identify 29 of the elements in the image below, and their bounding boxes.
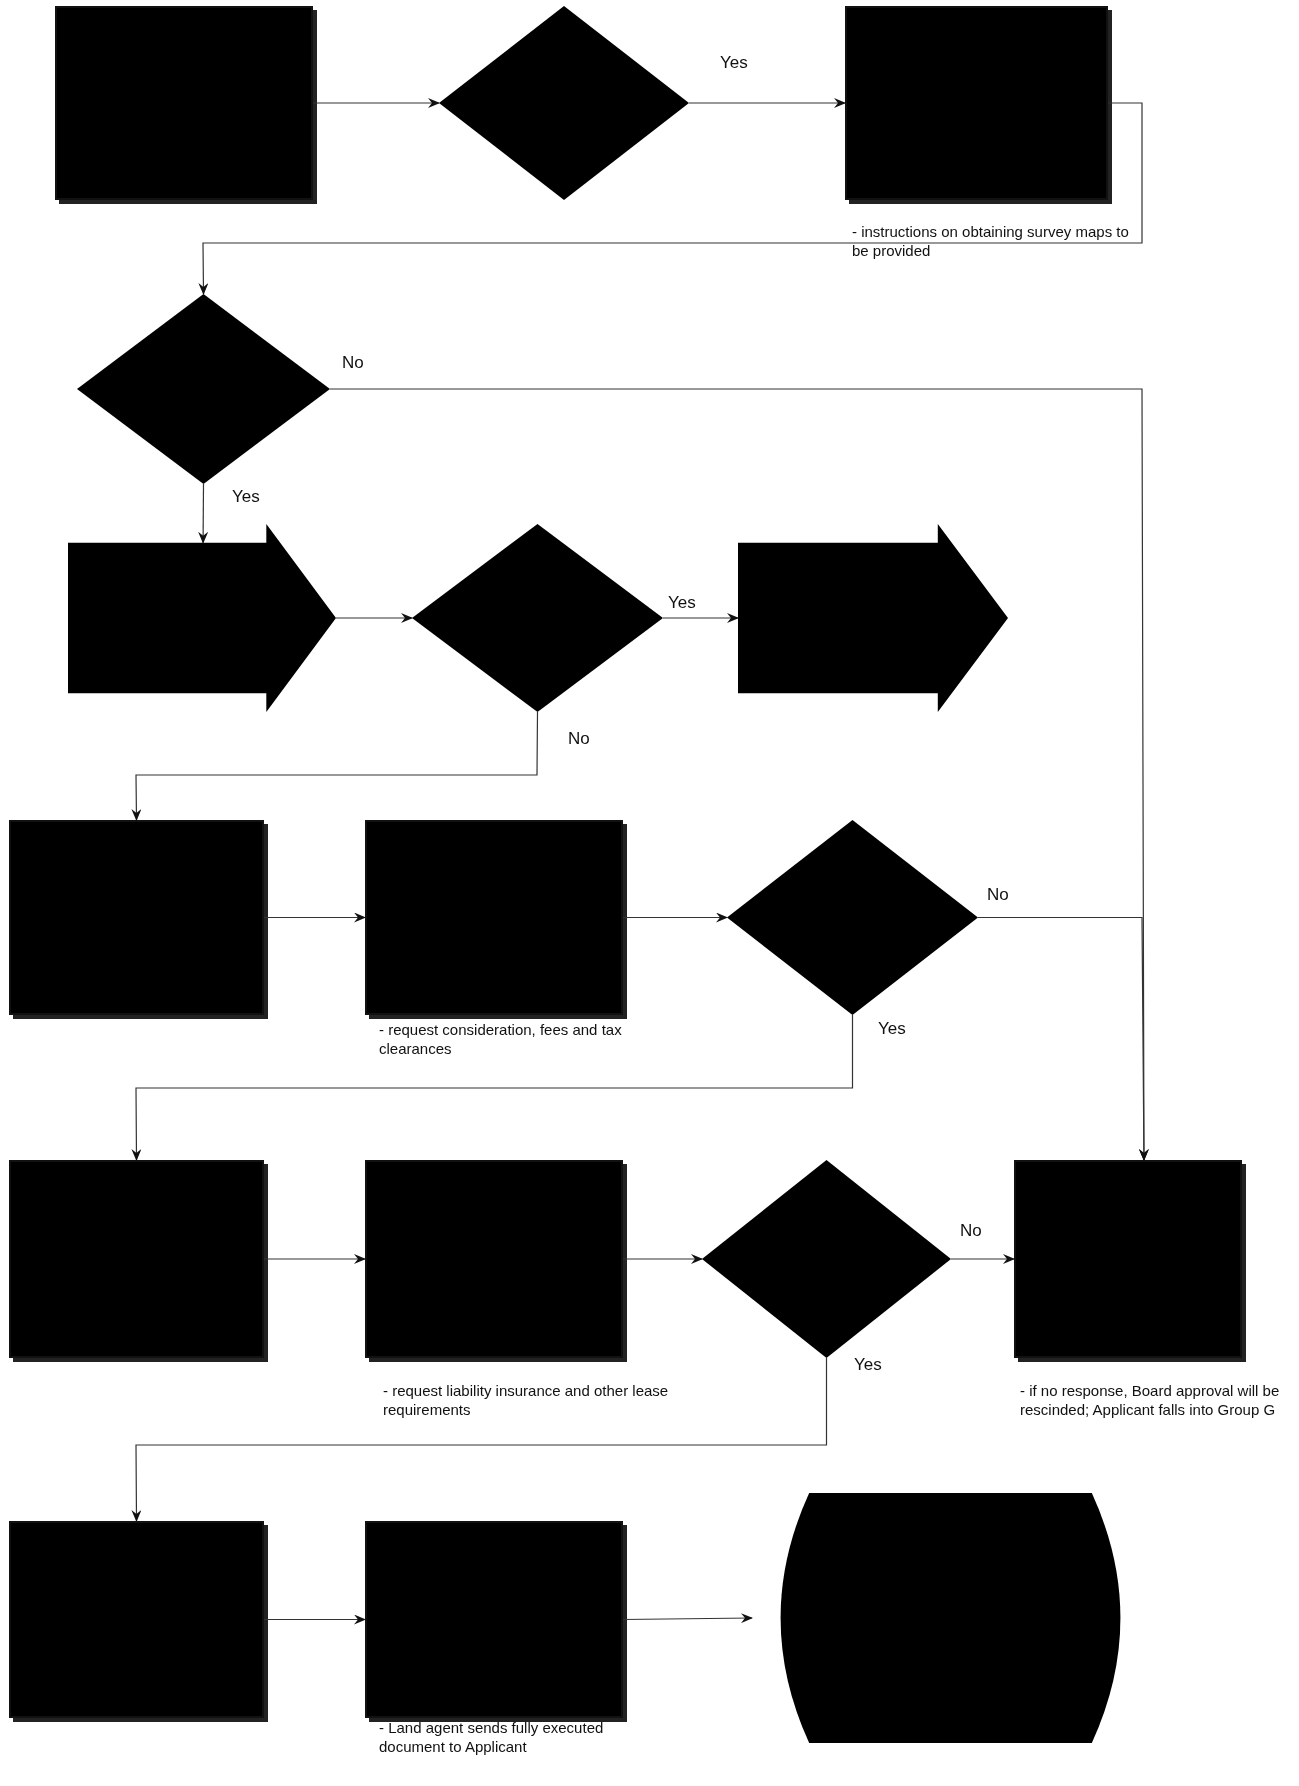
block-arrow — [738, 524, 1008, 712]
connector-arrow — [263, 1614, 366, 1625]
connector-arrow — [688, 98, 846, 108]
connector-arrow — [312, 98, 440, 108]
decision-diamond — [77, 294, 330, 484]
note-text: - request consideration, fees and tax clearances — [379, 1020, 623, 1058]
connector-arrow — [335, 613, 413, 623]
connector-arrow — [263, 912, 366, 923]
block-arrow — [68, 524, 336, 712]
connector-arrow — [622, 912, 728, 923]
connector-arrow — [198, 102, 1143, 295]
connector-arrow — [662, 613, 739, 623]
note-text: - request liability insurance and other lease requirements — [383, 1381, 670, 1419]
note-text: - if no response, Board approval will be rescinded; Applicant falls into Group G — [1020, 1381, 1281, 1419]
connector-arrow — [131, 1357, 828, 1522]
decision-diamond — [702, 1160, 951, 1358]
note-text: - instructions on obtaining survey maps to be provided — [852, 222, 1130, 260]
decision-diamond — [727, 820, 978, 1015]
connector-arrow — [950, 1254, 1015, 1264]
connector-arrow — [263, 1254, 366, 1264]
connector-arrow — [198, 483, 209, 544]
connector-arrow — [977, 916, 1149, 1161]
decision-diamond — [412, 524, 663, 712]
connector-arrow — [622, 1613, 753, 1624]
note-text: - Land agent sends fully executed document to Applicant — [379, 1718, 605, 1756]
connector-arrow — [622, 1254, 703, 1264]
decision-diamond — [439, 6, 689, 200]
connector-arrow — [131, 1014, 854, 1161]
connector-arrow — [131, 711, 539, 821]
